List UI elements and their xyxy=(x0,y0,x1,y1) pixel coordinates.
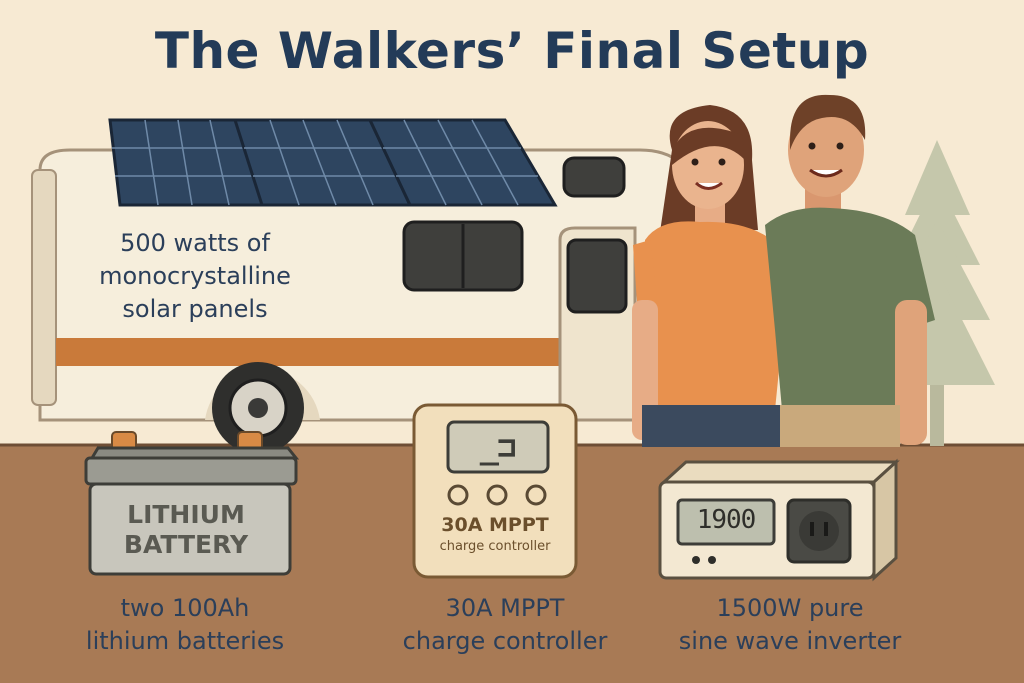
man-figure xyxy=(765,94,935,447)
controller-label: 30A MPPT charge controller xyxy=(380,592,630,658)
inverter-label-line: 1500W pure xyxy=(716,594,864,622)
battery-label-line: lithium batteries xyxy=(85,627,285,655)
controller-case-subtitle: charge controller xyxy=(439,539,551,554)
woman-figure xyxy=(632,105,785,447)
inverter-screen-text: 1900 xyxy=(696,505,757,535)
rv xyxy=(31,148,712,454)
charge-controller-icon xyxy=(412,403,578,579)
solar-panels-label: 500 watts of monocrystalline solar panel… xyxy=(70,227,320,326)
page-title: The Walkers’ Final Setup xyxy=(154,22,870,80)
solar-label-line: 500 watts of xyxy=(120,229,270,257)
solar-panels xyxy=(108,118,558,207)
solar-panel-3 xyxy=(367,118,558,207)
battery-case-text: LITHIUM BATTERY xyxy=(96,500,276,560)
controller-label-line: 30A MPPT xyxy=(445,594,565,622)
battery-icon xyxy=(84,431,300,576)
battery-case-line: LITHIUM xyxy=(127,500,245,529)
solar-label-line: solar panels xyxy=(122,295,268,323)
battery-case-line: BATTERY xyxy=(123,530,249,559)
battery-label-line: two 100Ah xyxy=(120,594,250,622)
inverter-label: 1500W pure sine wave inverter xyxy=(640,592,940,658)
inverter-icon xyxy=(658,458,900,582)
controller-case-title: 30A MPPT xyxy=(441,514,549,536)
controller-screen-text: _⊐ xyxy=(479,428,517,466)
battery-label: two 100Ah lithium batteries xyxy=(60,592,310,658)
controller-case-text: 30A MPPT charge controller xyxy=(420,514,570,554)
solar-panel-2 xyxy=(232,118,413,207)
inverter-label-line: sine wave inverter xyxy=(678,627,902,655)
controller-label-line: charge controller xyxy=(402,627,608,655)
solar-label-line: monocrystalline xyxy=(99,262,291,290)
